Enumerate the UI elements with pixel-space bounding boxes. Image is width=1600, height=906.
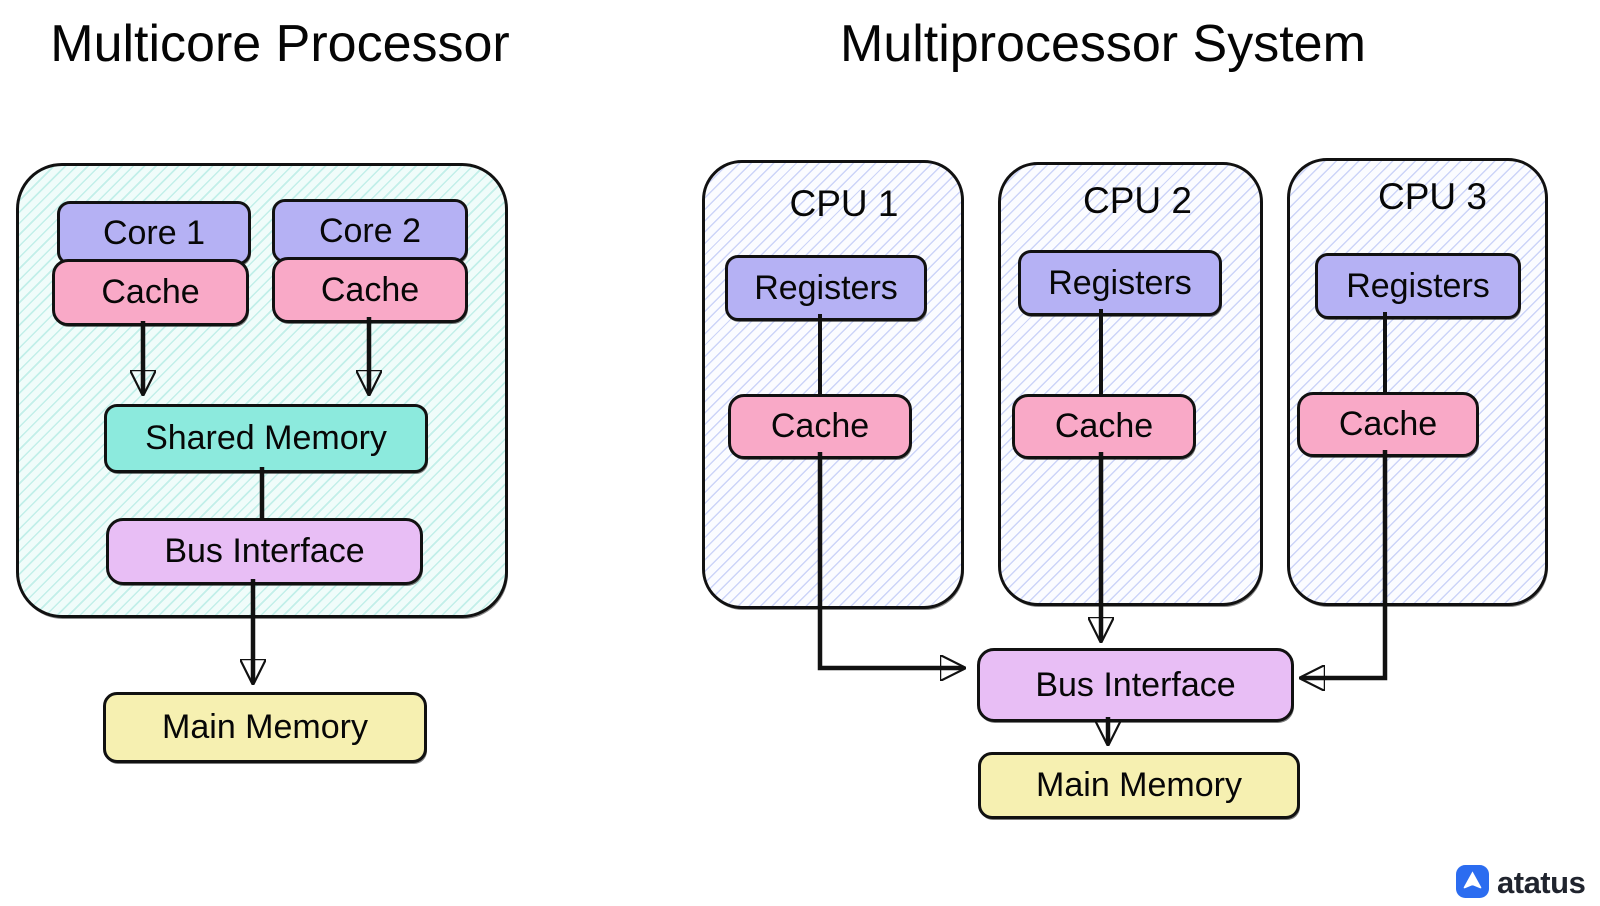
cpu-3-container: [1287, 158, 1548, 606]
right-bus-interface-box: Bus Interface: [977, 648, 1294, 722]
cpu-2-container: [998, 162, 1263, 606]
cpu-1-label: CPU 1: [789, 183, 899, 224]
core-1-cache-box: Cache: [52, 259, 249, 326]
atatus-logo-icon: [1456, 865, 1489, 898]
right-main-memory-box: Main Memory: [978, 752, 1300, 819]
cpu-1-cache-box: Cache: [728, 394, 912, 459]
cpu-1-container: [702, 160, 964, 609]
cpu-2-registers-box: Registers: [1018, 250, 1222, 316]
shared-memory-box: Shared Memory: [104, 404, 428, 473]
left-diagram-title: Multicore Processor: [50, 15, 510, 73]
cpu-3-label: CPU 3: [1378, 176, 1487, 217]
core-2-box: Core 2: [272, 199, 468, 263]
core-2-cache-box: Cache: [272, 257, 468, 323]
core-1-box: Core 1: [57, 201, 251, 265]
cpu-2-label: CPU 2: [1083, 180, 1192, 221]
cpu-1-registers-box: Registers: [725, 255, 927, 321]
right-diagram-title: Multiprocessor System: [840, 15, 1366, 73]
cpu-3-cache-box: Cache: [1297, 392, 1479, 457]
atatus-logo-text: atatus: [1497, 864, 1586, 900]
cpu-2-cache-box: Cache: [1012, 394, 1196, 459]
atatus-logo: atatus: [1456, 864, 1586, 900]
left-main-memory-box: Main Memory: [103, 692, 427, 763]
left-bus-interface-box: Bus Interface: [106, 518, 423, 585]
cpu-3-registers-box: Registers: [1315, 253, 1521, 319]
